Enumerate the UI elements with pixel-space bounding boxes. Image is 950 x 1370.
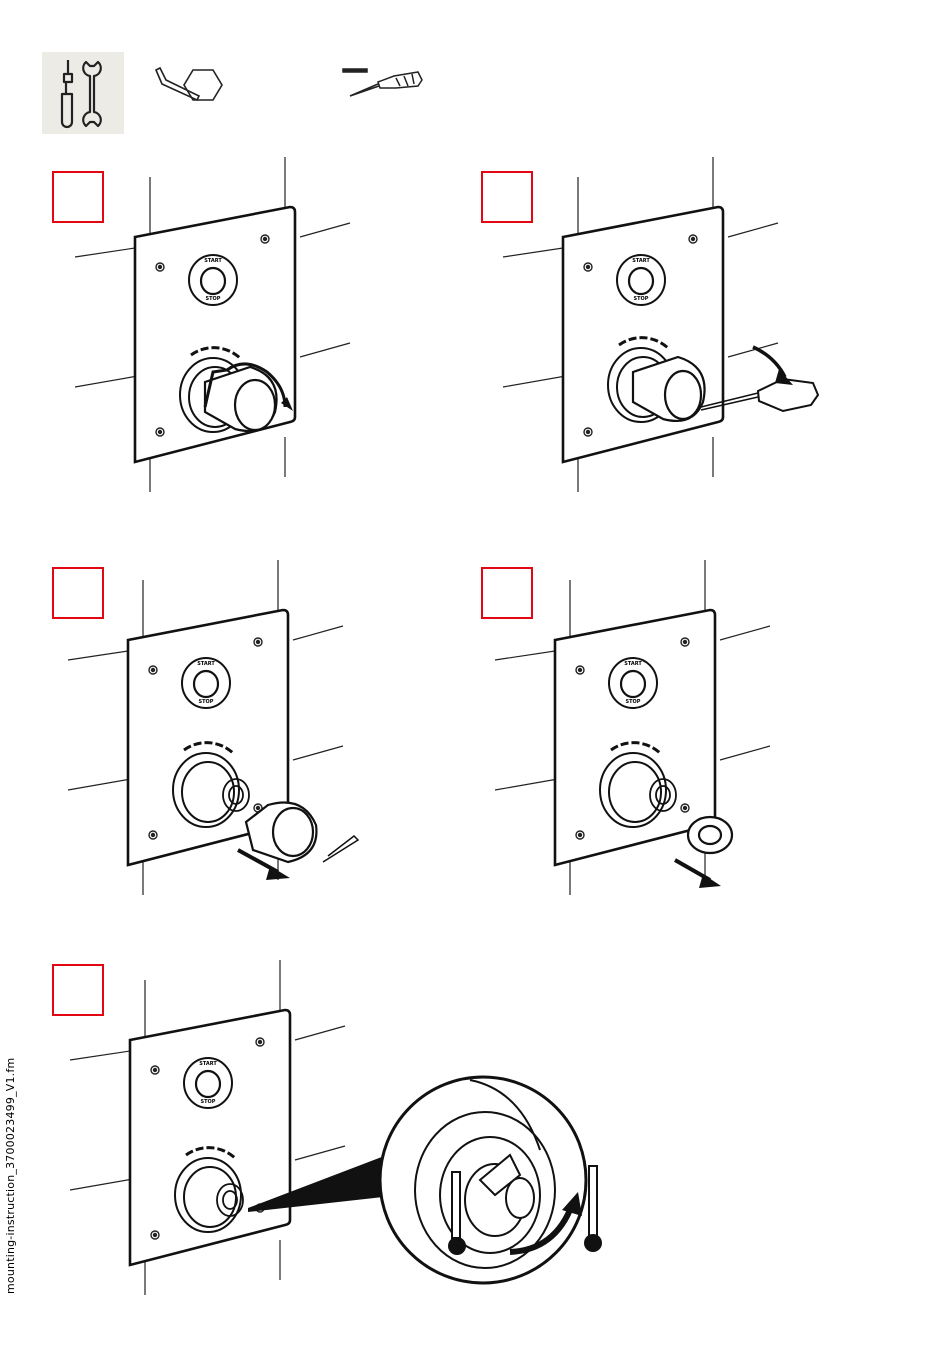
stop-label-4: STOP [626,699,641,705]
start-label-3: START [197,661,215,667]
step-1-illustration [75,157,350,492]
start-label-1: START [204,258,222,264]
step-5-illustration [70,960,400,1295]
rosette-ring [688,817,732,853]
step-4-illustration [495,560,770,895]
stop-label-1: STOP [206,296,221,302]
stop-label-3: STOP [199,699,214,705]
stop-label-5: STOP [201,1099,216,1105]
step-3-illustration [68,560,358,895]
magnified-detail [380,1077,602,1283]
step-2-illustration [503,157,818,492]
start-label-4: START [624,661,642,667]
start-label-5: START [199,1061,217,1067]
stop-label-2: STOP [634,296,649,302]
start-label-2: START [632,258,650,264]
